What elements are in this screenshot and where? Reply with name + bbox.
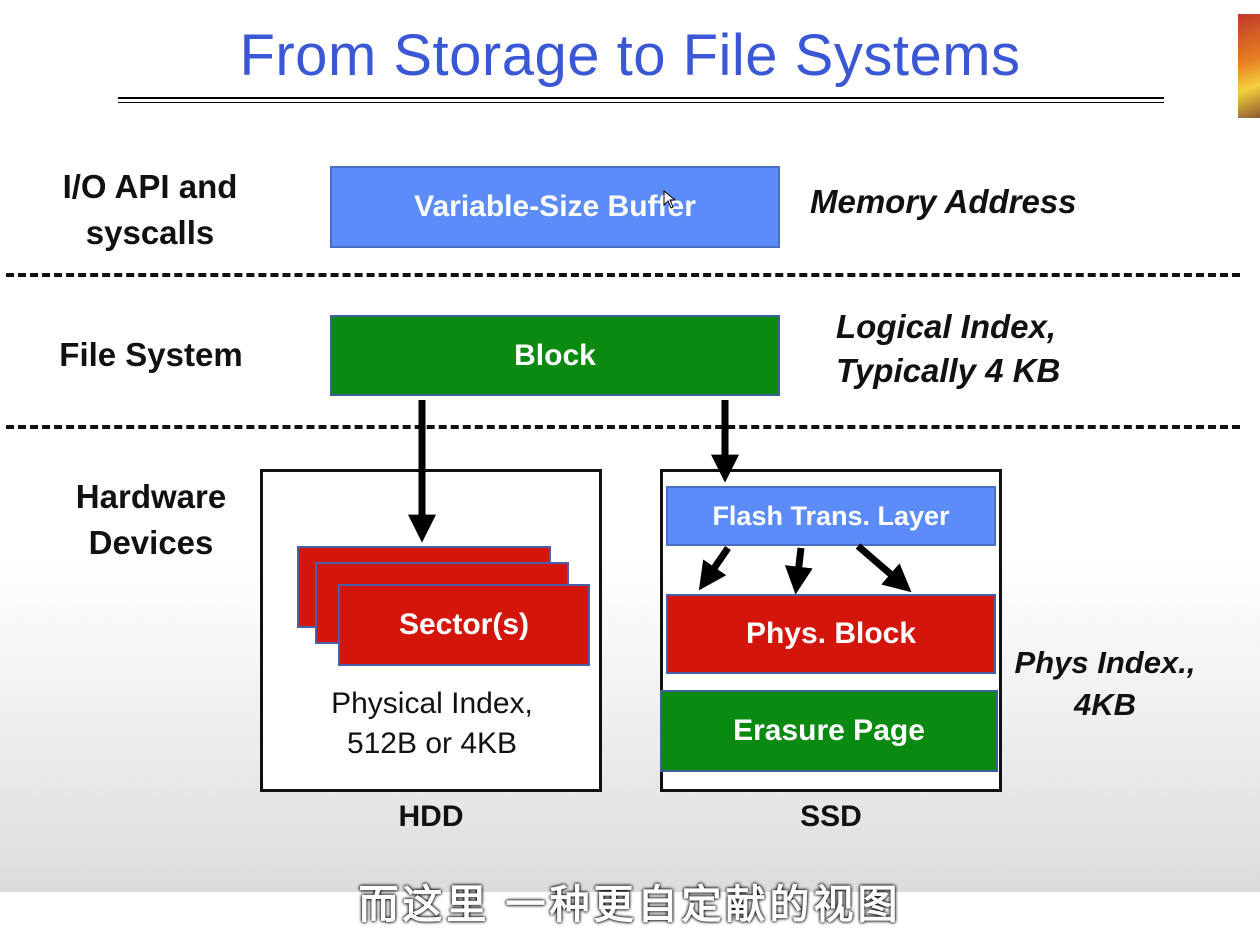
phys-index-note: Phys Index., 4KB [1000, 642, 1210, 726]
phys-index-line1: Phys Index., [1014, 645, 1196, 680]
block-box: Block [330, 315, 780, 396]
logical-index-line1: Logical Index, [836, 308, 1057, 345]
hw-layer-label: Hardware Devices [40, 474, 262, 566]
hw-label-line2: Devices [88, 524, 214, 561]
layer-divider-1 [6, 273, 1240, 277]
hdd-label: HDD [398, 800, 464, 833]
variable-size-buffer-box: Variable-Size Buffer [330, 166, 780, 248]
ssd-label: SSD [800, 800, 862, 833]
title-underline-thin [118, 102, 1164, 103]
flash-translation-layer-box: Flash Trans. Layer [666, 486, 996, 546]
title-underline [118, 97, 1164, 99]
hw-label-line1: Hardware [75, 478, 227, 515]
memory-address-note: Memory Address [810, 183, 1077, 220]
phys-block-box: Phys. Block [666, 594, 996, 674]
layer-divider-2 [6, 425, 1240, 429]
arrow-ftl-to-phys-left [698, 546, 731, 591]
logical-index-line2: Typically 4 KB [836, 352, 1061, 389]
phys-index-line2: 4KB [1073, 687, 1136, 722]
arrow-ftl-to-phys-center [784, 547, 813, 595]
hdd-text-line2: 512B or 4KB [346, 727, 518, 760]
io-label-line1: I/O API and [62, 168, 238, 205]
logical-index-note: Logical Index, Typically 4 KB [836, 305, 1060, 393]
io-label-line2: syscalls [85, 214, 215, 251]
arrows-layer [408, 400, 912, 595]
hdd-physical-index-text: Physical Index, 512B or 4KB [262, 684, 602, 764]
io-layer-label: I/O API and syscalls [30, 164, 270, 256]
fs-layer-label: File System [59, 336, 243, 373]
video-subtitle: 而这里 一种更自定献的视图 [358, 883, 902, 927]
arrow-ftl-to-phys-right [855, 543, 912, 593]
hdd-text-line1: Physical Index, [331, 687, 533, 720]
presenter-thumbnail [1238, 14, 1260, 118]
slide-title: From Storage to File Systems [239, 23, 1021, 88]
mouse-cursor-icon [663, 190, 677, 209]
erasure-page-box: Erasure Page [660, 690, 998, 772]
sectors-box: Sector(s) [338, 584, 590, 666]
